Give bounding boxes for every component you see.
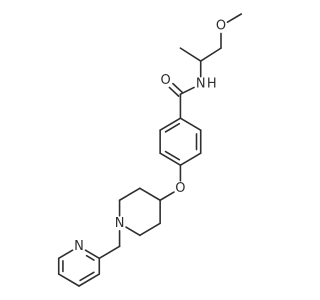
bond-c_ar1-c_ar2 [159, 117, 182, 131]
bond-c_py2-n_py [84, 249, 101, 260]
atom-label-h_amide: H [207, 77, 217, 92]
bond-c_benzylic-c_py2 [98, 245, 121, 260]
bond-c_carbonyl-o_carbonyl [168, 86, 180, 97]
bond-c_pip6-c_pip5 [139, 222, 161, 237]
bond-c_ch2-c_ch [199, 47, 222, 62]
bond-c_py5-c_py4 [57, 273, 80, 287]
bond-c_ar3-c_ar4-inner [164, 150, 181, 161]
bond-c_py4-c_py3-inner [79, 271, 95, 282]
atom-o_ether-background [214, 19, 228, 33]
bond-c_pip4-c_pip3 [139, 187, 161, 202]
bond-n_pip-c_pip6 [125, 226, 141, 237]
bond-o_aryl_ether-c_pip4 [159, 191, 175, 202]
atom-o_carbonyl-background [159, 73, 173, 87]
atom-label-o_carbonyl: O [161, 73, 171, 88]
atom-label-o_ether: O [216, 18, 226, 33]
bonds-layer [57, 13, 243, 287]
bond-c_methyl_ether-o_ether [226, 13, 243, 23]
bond-c_ar4-c_ar5 [179, 152, 202, 167]
bond-c_pip3-c_pip2 [118, 187, 141, 202]
bond-c_carbonyl-o_carbonyl-second [172, 82, 184, 94]
bond-c_ar1-c_ar2-inner [164, 122, 181, 133]
bond-c_py4-c_py3 [78, 273, 101, 287]
bond-c_py2-n_py-inner [85, 254, 95, 261]
atom-label-o_aryl_ether: O [175, 181, 185, 196]
bond-c_ar3-c_ar4 [159, 152, 182, 167]
atom-n_amide-background [194, 77, 208, 91]
bond-c_ar6-c_ar1 [179, 117, 202, 131]
atom-label-n_amide: N [196, 77, 206, 92]
bond-n_amide-c_carbonyl [179, 86, 195, 96]
bond-n_py-c_py6 [57, 249, 74, 260]
bond-c_ch-c_methyl [179, 47, 202, 62]
atom-n_pip-background [113, 216, 127, 230]
atom-label-n_pip: N [115, 216, 125, 231]
atom-h_amide-background [205, 77, 219, 91]
atom-o_aryl_ether-background [173, 181, 187, 195]
atom-label-n_py: N [74, 239, 84, 254]
atom-n_py-background [72, 239, 86, 253]
